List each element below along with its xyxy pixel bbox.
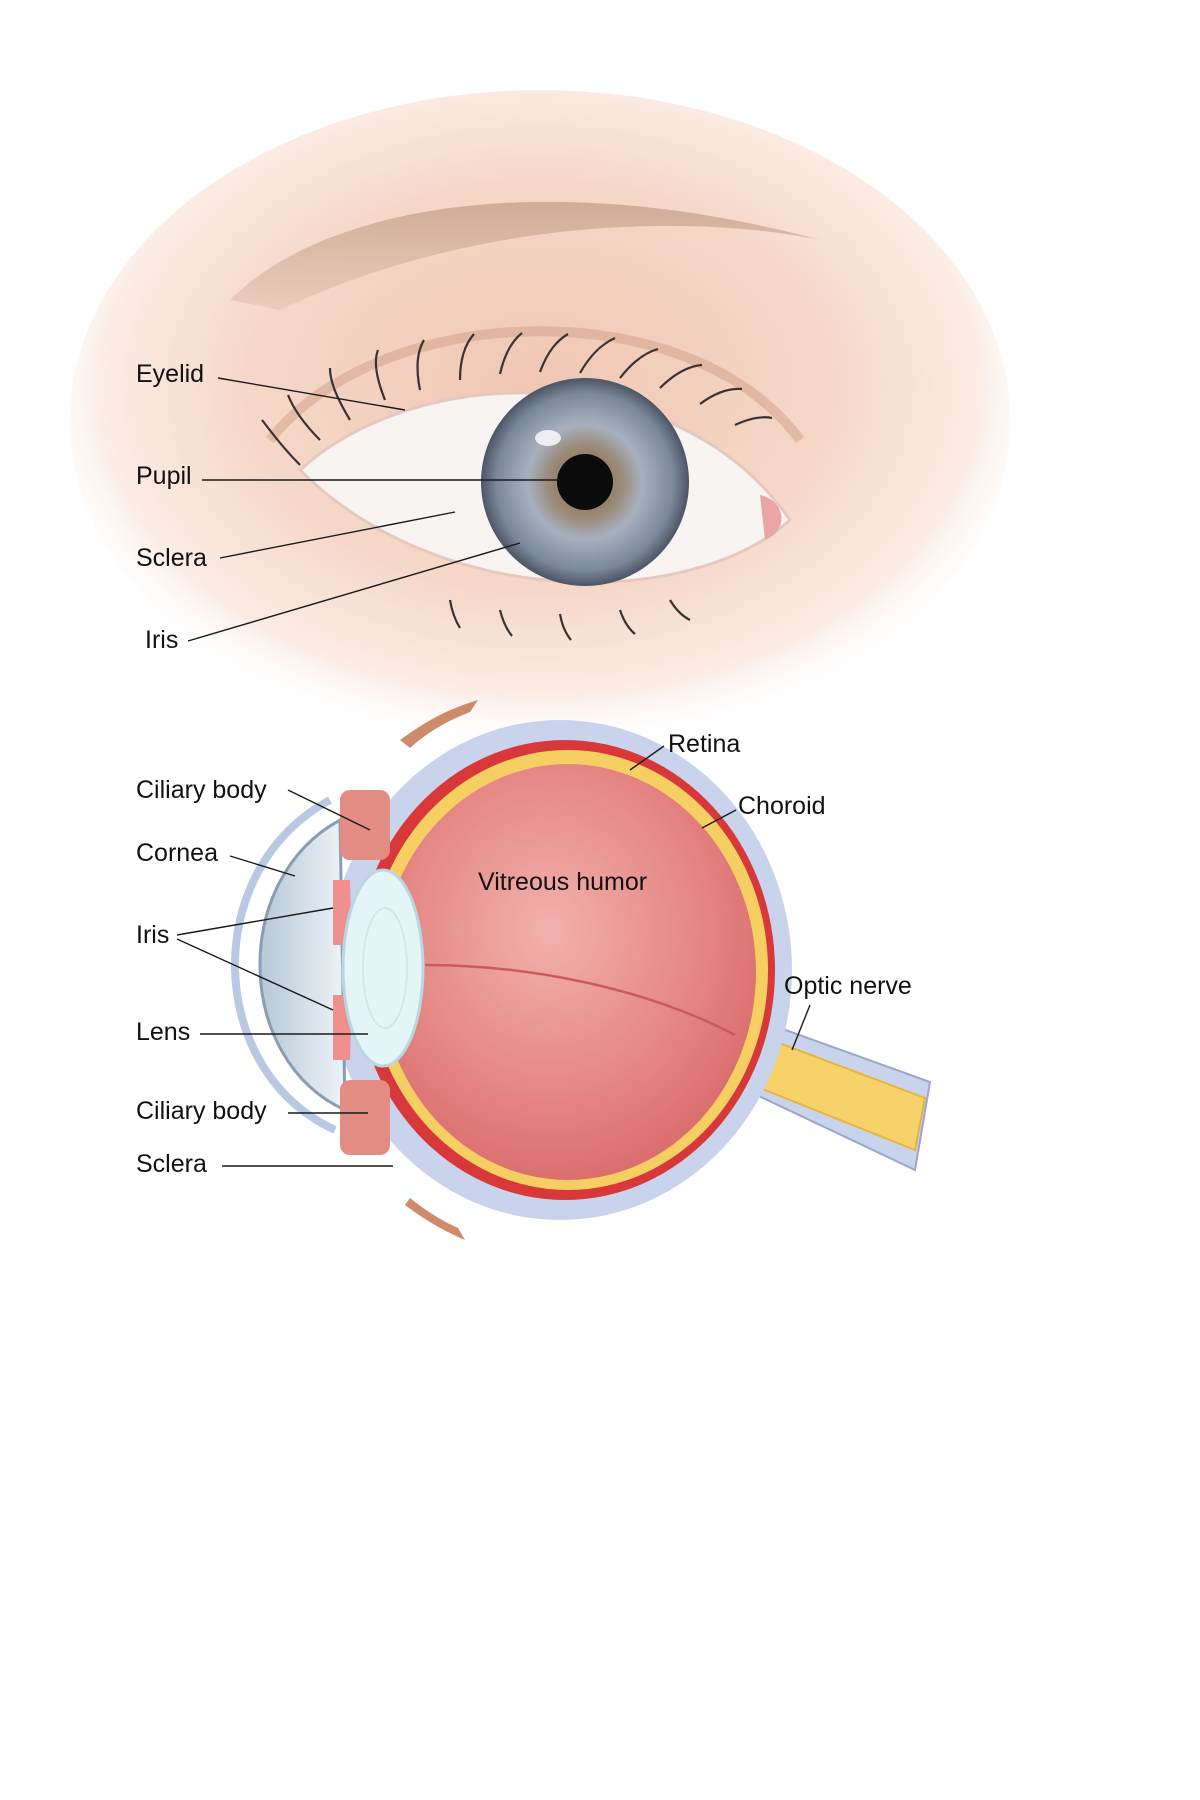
label-cornea: Cornea	[136, 839, 218, 867]
external-labels: Eyelid Pupil Sclera Iris	[136, 360, 560, 654]
lens-inner	[362, 907, 408, 1029]
vitreous-humor-body	[380, 764, 756, 1180]
leader-eyelid	[217, 377, 406, 411]
leader-choroid	[701, 809, 737, 829]
lens-shape	[341, 868, 425, 1068]
eye-anatomy-diagram: Eyelid Pupil Sclera Iris	[70, 90, 1010, 1240]
label-pupil: Pupil	[136, 462, 192, 490]
leader-iris	[187, 542, 521, 642]
ciliary-body-bottom-shape	[340, 1080, 390, 1155]
extraocular-muscle-bottom	[405, 1198, 465, 1240]
label-eyelid: Eyelid	[136, 360, 204, 388]
label-sclera-section: Sclera	[136, 1150, 207, 1178]
label-lens: Lens	[136, 1018, 190, 1046]
extraocular-muscle-top	[400, 700, 478, 748]
vitreous-fold-line	[424, 963, 736, 1037]
leader-iris-lower	[176, 938, 334, 1011]
tear-duct	[760, 495, 782, 540]
label-vitreous-humor: Vitreous humor	[478, 868, 647, 896]
label-optic-nerve: Optic nerve	[784, 972, 912, 1000]
cornea-outer-rim	[231, 796, 337, 1134]
label-ciliary-body-top: Ciliary body	[136, 776, 267, 804]
eye-cross-section: Retina Choroid Vitreous humor Optic nerv…	[136, 700, 932, 1240]
leader-cornea	[229, 855, 296, 877]
label-iris: Iris	[145, 626, 178, 654]
leader-iris-upper	[176, 907, 334, 936]
section-labels: Retina Choroid Vitreous humor Optic nerv…	[136, 730, 912, 1178]
label-retina: Retina	[668, 730, 740, 758]
leader-sclera	[219, 511, 456, 559]
leader-optic-nerve	[791, 1004, 811, 1051]
eye-highlight	[535, 430, 561, 446]
eyeball-exposed	[297, 378, 792, 586]
label-choroid: Choroid	[738, 792, 826, 820]
label-ciliary-body-bottom: Ciliary body	[136, 1097, 267, 1125]
upper-eyelid-fold	[266, 326, 805, 444]
eyelashes	[261, 332, 773, 641]
leader-ciliary-body-top	[287, 789, 371, 831]
label-iris-section: Iris	[136, 921, 169, 949]
ciliary-body-top-shape	[340, 790, 390, 860]
leader-retina	[629, 745, 665, 771]
eyebrow	[230, 201, 820, 310]
cornea-shape	[258, 817, 347, 1113]
label-sclera: Sclera	[136, 544, 207, 572]
external-eye-view: Eyelid Pupil Sclera Iris	[70, 90, 1010, 750]
pupil-disc	[557, 454, 613, 510]
